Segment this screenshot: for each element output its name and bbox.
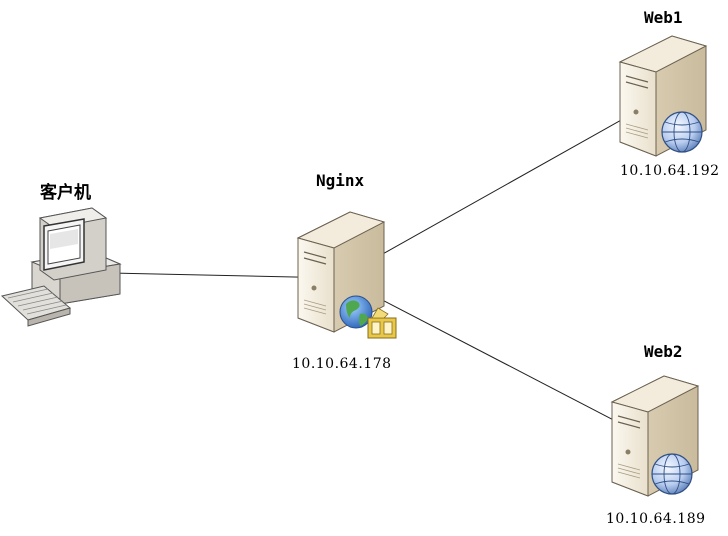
globe-icon: [339, 295, 373, 329]
web2-ip: 10.10.64.189: [606, 511, 706, 527]
link-nginx-web2: [339, 277, 653, 441]
web2-label: Web2: [644, 342, 683, 361]
web1-label: Web1: [644, 8, 683, 27]
folder-icon: [367, 307, 397, 339]
web1-server-icon: [618, 35, 708, 157]
link-nginx-web1: [339, 95, 665, 279]
client-computer-icon: [0, 207, 122, 327]
client-label: 客户机: [40, 183, 91, 203]
web-globe-icon: [651, 453, 693, 495]
web-globe-icon: [661, 111, 703, 153]
nginx-server-icon: [296, 211, 397, 339]
nginx-ip: 10.10.64.178: [292, 356, 392, 372]
nginx-label: Nginx: [316, 171, 365, 190]
web1-ip: 10.10.64.192: [620, 163, 720, 179]
web2-server-icon: [610, 375, 700, 497]
